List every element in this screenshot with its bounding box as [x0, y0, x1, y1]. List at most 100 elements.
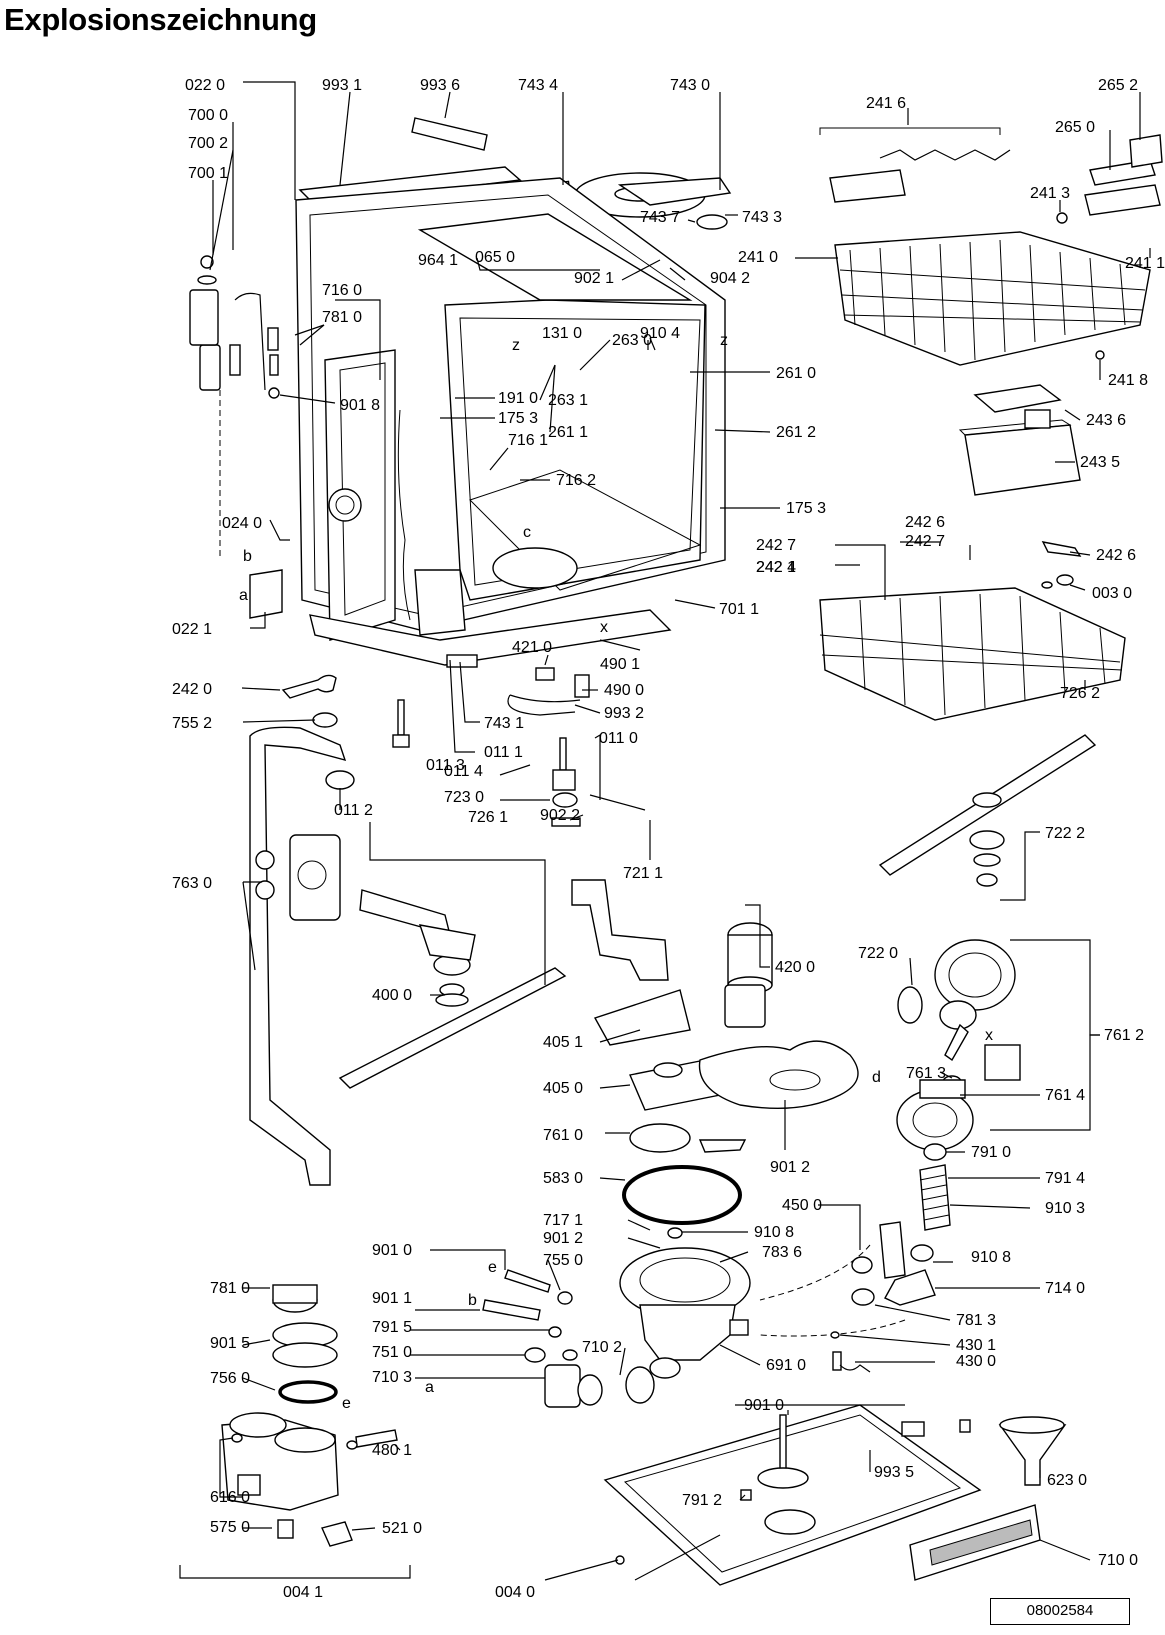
part-label: 003 0 — [1092, 585, 1132, 602]
part-label: 781 0 — [210, 1280, 250, 1297]
part-label: 755 2 — [172, 715, 212, 732]
part-label: 490 1 — [600, 656, 640, 673]
part-label: 710 2 — [582, 1339, 622, 1356]
part-label: 400 0 — [372, 987, 412, 1004]
part-label: 022 0 — [185, 77, 225, 94]
part-label: 490 0 — [604, 682, 644, 699]
part-label: 902 1 — [574, 270, 614, 287]
part-label: 901 2 — [543, 1230, 583, 1247]
part-label: 263 1 — [548, 392, 588, 409]
letter-marker: b — [468, 1292, 477, 1309]
part-label: 241 8 — [1108, 372, 1148, 389]
part-label: 011 1 — [484, 744, 523, 761]
part-label: 993 1 — [322, 77, 362, 94]
part-label: 743 3 — [742, 209, 782, 226]
letter-marker: d — [872, 1069, 881, 1086]
letter-marker: z — [512, 337, 520, 354]
part-label: 761 2 — [1104, 1027, 1144, 1044]
part-label: 405 0 — [543, 1080, 583, 1097]
part-label: 714 0 — [1045, 1280, 1085, 1297]
part-label: 700 0 — [188, 107, 228, 124]
part-label: 743 7 — [640, 209, 680, 226]
part-label: 726 2 — [1060, 685, 1100, 702]
part-label: 723 0 — [444, 789, 484, 806]
letter-marker: x — [600, 619, 608, 636]
part-label: 405 1 — [543, 1034, 583, 1051]
part-label: 241 3 — [1030, 185, 1070, 202]
part-label: 521 0 — [382, 1520, 422, 1537]
part-label: 265 0 — [1055, 119, 1095, 136]
part-label: 243 5 — [1080, 454, 1120, 471]
part-label: 710 3 — [372, 1369, 412, 1386]
part-label: 743 1 — [484, 715, 524, 732]
part-label: 722 0 — [858, 945, 898, 962]
letter-marker: x — [985, 1027, 993, 1044]
part-label: 756 0 — [210, 1370, 250, 1387]
part-label: 241 0 — [738, 249, 778, 266]
part-label: 265 2 — [1098, 77, 1138, 94]
part-label: 242 6 — [1096, 547, 1136, 564]
part-label: 716 2 — [556, 472, 596, 489]
part-label: 261 2 — [776, 424, 816, 441]
part-label: 964 1 — [418, 252, 458, 269]
part-label: 993 6 — [420, 77, 460, 94]
part-label: 691 0 — [766, 1357, 806, 1374]
part-label: 993 5 — [874, 1464, 914, 1481]
part-label: 791 0 — [971, 1144, 1011, 1161]
part-label: 761 4 — [1045, 1087, 1085, 1104]
part-label: 716 1 — [508, 432, 548, 449]
part-label: 480 1 — [372, 1442, 412, 1459]
part-label: 261 1 — [548, 424, 588, 441]
part-label: 700 1 — [188, 165, 228, 182]
part-label: 726 1 — [468, 809, 508, 826]
part-label: 904 2 — [710, 270, 750, 287]
part-label: 700 2 — [188, 135, 228, 152]
part-label: 993 2 — [604, 705, 644, 722]
part-label: 450 0 — [782, 1197, 822, 1214]
part-label: 910 8 — [754, 1224, 794, 1241]
part-label: 004 0 — [495, 1584, 535, 1601]
part-label: 761 0 — [543, 1127, 583, 1144]
part-label: 263 0 — [612, 332, 652, 349]
letter-marker: z — [720, 332, 728, 349]
part-label: 717 1 — [543, 1212, 583, 1229]
letter-marker: a — [239, 587, 248, 604]
part-label: 430 0 — [956, 1353, 996, 1370]
part-label: 011 2 — [334, 802, 373, 819]
part-label: 791 2 — [682, 1492, 722, 1509]
page-title: Explosionszeichnung — [4, 2, 317, 37]
part-label: 024 0 — [222, 515, 262, 532]
part-label: 241 6 — [866, 95, 906, 112]
part-label: 701 1 — [719, 601, 759, 618]
part-label: 722 2 — [1045, 825, 1085, 842]
part-label: 901 1 — [372, 1290, 412, 1307]
part-label: 710 0 — [1098, 1552, 1138, 1569]
part-label: 420 0 — [775, 959, 815, 976]
part-label: 175 3 — [786, 500, 826, 517]
part-label: 242 7 — [756, 537, 796, 554]
part-label: 901 8 — [340, 397, 380, 414]
part-label: 421 0 — [512, 639, 552, 656]
part-label: 716 0 — [322, 282, 362, 299]
part-label: 011 0 — [599, 730, 638, 747]
part-label: 242 6 — [905, 514, 945, 531]
part-label: 191 0 — [498, 390, 538, 407]
document-number: 08002584 — [990, 1598, 1130, 1625]
part-label: 065 0 — [475, 249, 515, 266]
part-label: 583 0 — [543, 1170, 583, 1187]
part-label: 623 0 — [1047, 1472, 1087, 1489]
part-label: 910 8 — [971, 1249, 1011, 1266]
letter-marker: e — [488, 1259, 497, 1276]
part-label: 781 0 — [322, 309, 362, 326]
part-label: 131 0 — [542, 325, 582, 342]
part-label: 430 1 — [956, 1337, 996, 1354]
leader-lines — [179, 81, 1151, 1581]
part-label: 261 0 — [776, 365, 816, 382]
letter-marker: a — [425, 1379, 434, 1396]
part-label: 791 4 — [1045, 1170, 1085, 1187]
part-label: 241 1 — [1125, 255, 1165, 272]
part-label: 901 0 — [372, 1242, 412, 1259]
part-label: 721 1 — [623, 865, 663, 882]
